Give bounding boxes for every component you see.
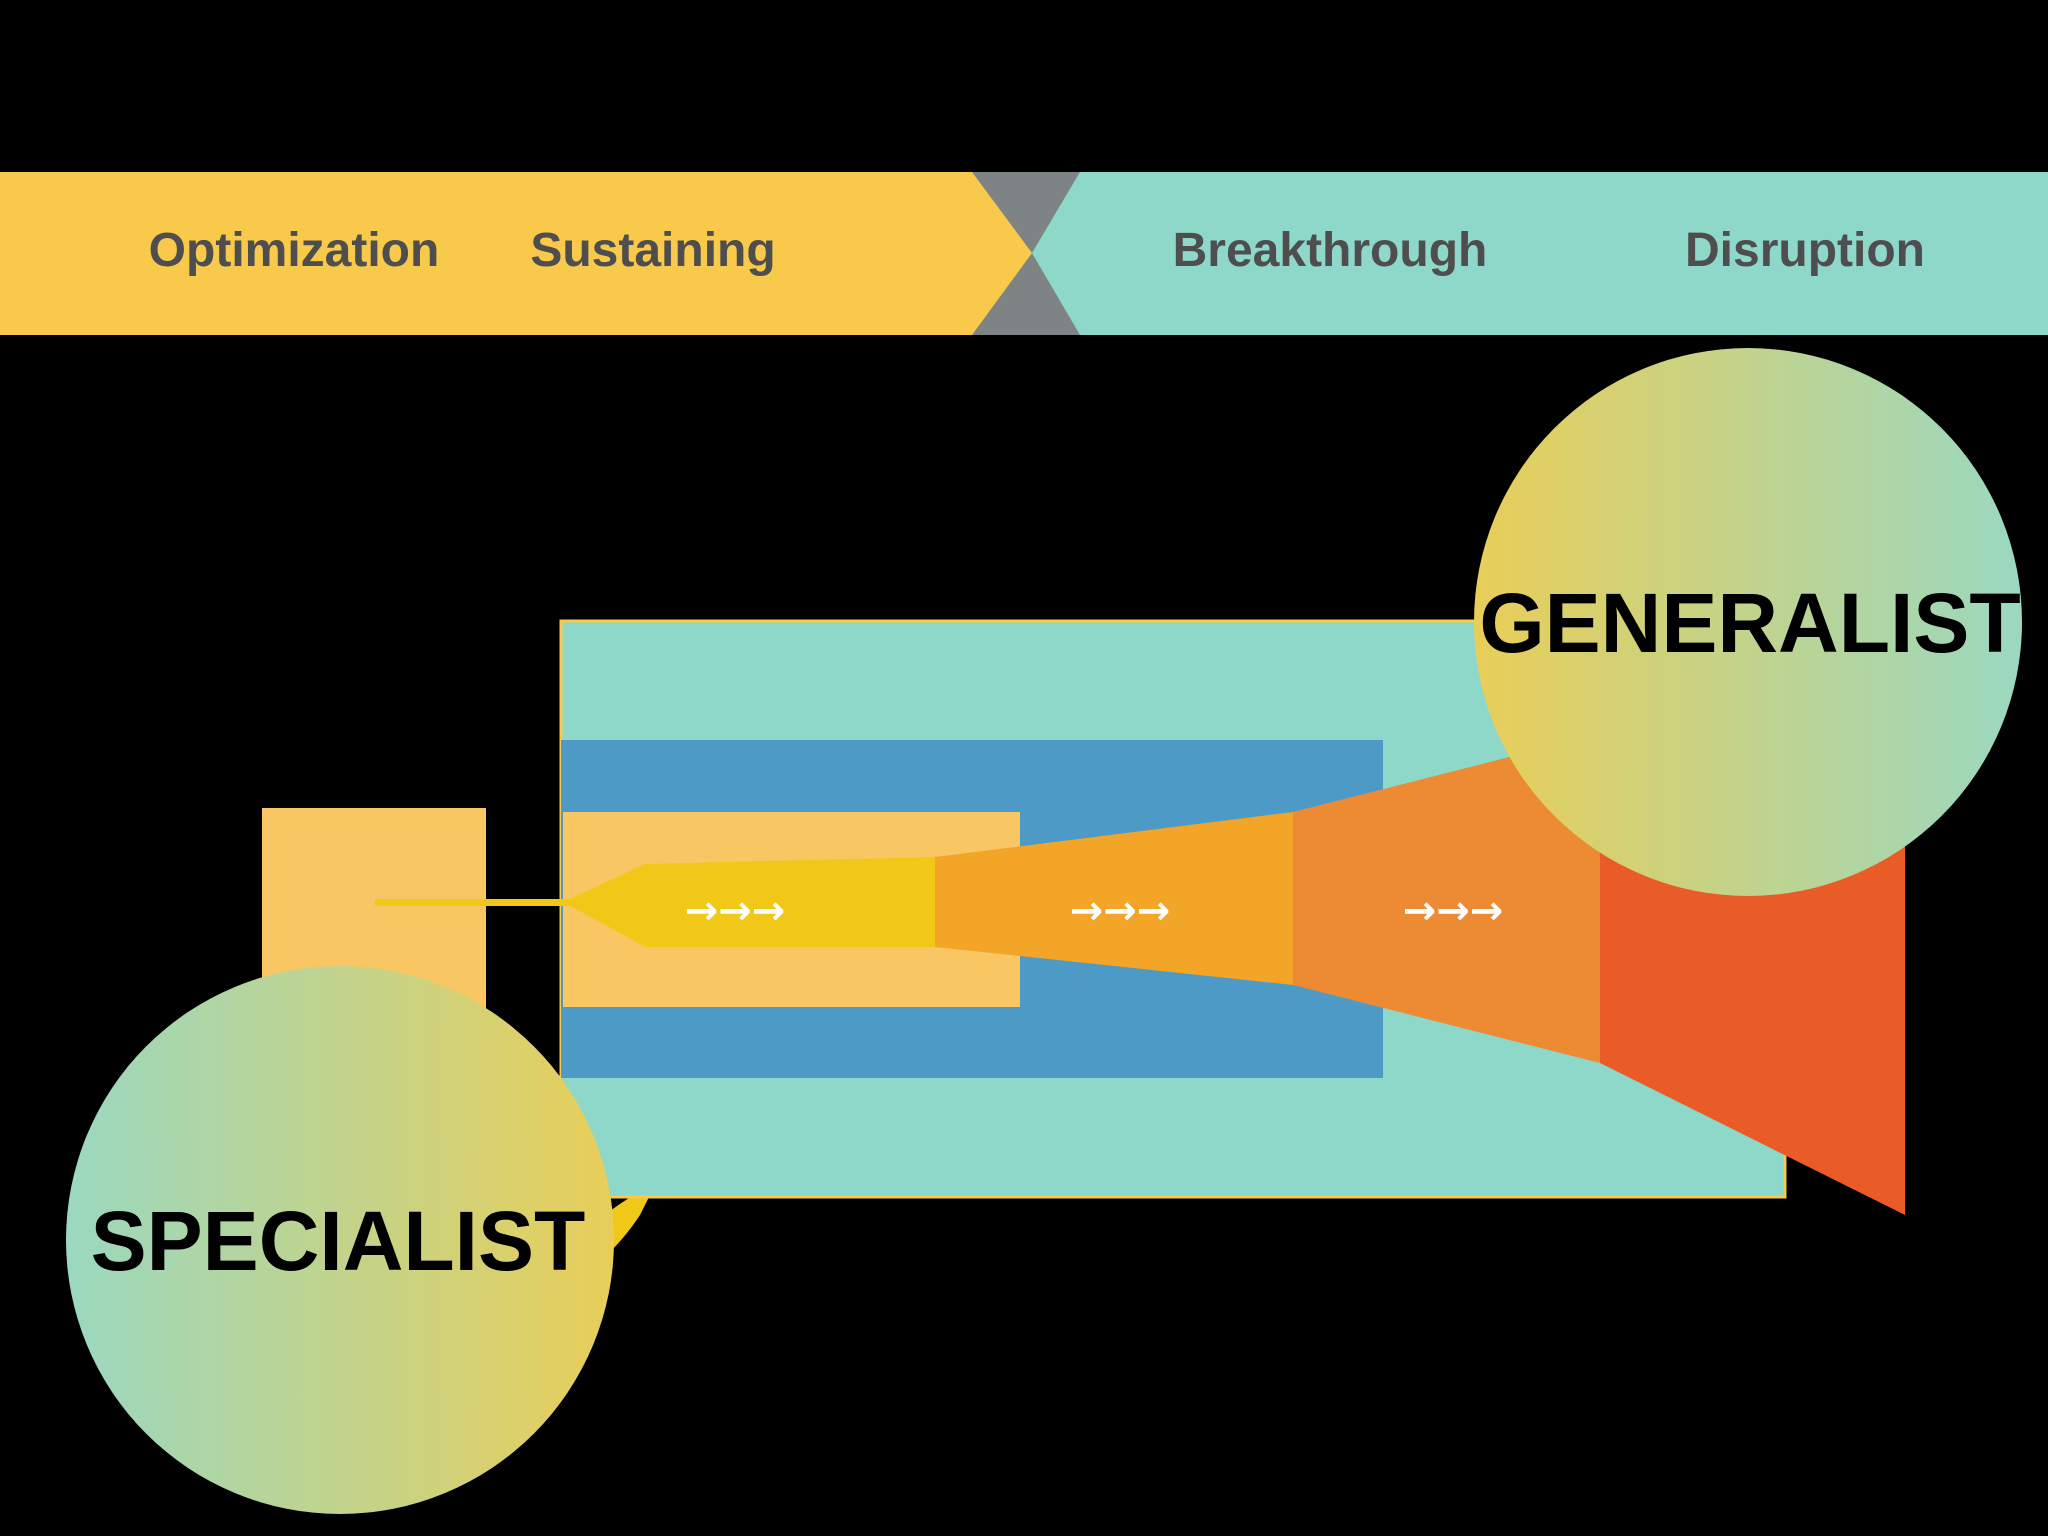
arrows-stage-2: →→→ (1070, 888, 1171, 934)
funnel-stage-1 (563, 857, 935, 947)
top-band: Optimization Sustaining Breakthrough Dis… (0, 172, 2048, 335)
funnel-stage-4 (1600, 800, 1905, 1215)
band-left-segment (0, 172, 1080, 335)
specialist-label: SPECIALIST (91, 1194, 586, 1288)
arrows-stage-1: →→→ (685, 888, 786, 934)
connector-line (375, 899, 567, 906)
band-divider-top (972, 172, 1080, 253)
arrows-stage-3: →→→ (1403, 888, 1504, 934)
funnel-stage-2 (935, 812, 1293, 985)
generalist-label: GENERALIST (1479, 576, 2020, 670)
funnel (375, 734, 1905, 1215)
band-right-segment (1032, 172, 2048, 335)
band-label-optimization: Optimization (149, 224, 440, 277)
band-divider-bottom (972, 253, 1080, 335)
generalist-circle (1474, 348, 2022, 896)
funnel-stage-3 (1293, 734, 1600, 1063)
specialist-circle (66, 966, 614, 1514)
band-label-breakthrough: Breakthrough (1173, 224, 1488, 277)
band-label-disruption: Disruption (1685, 224, 1925, 277)
band-label-sustaining: Sustaining (530, 224, 775, 277)
